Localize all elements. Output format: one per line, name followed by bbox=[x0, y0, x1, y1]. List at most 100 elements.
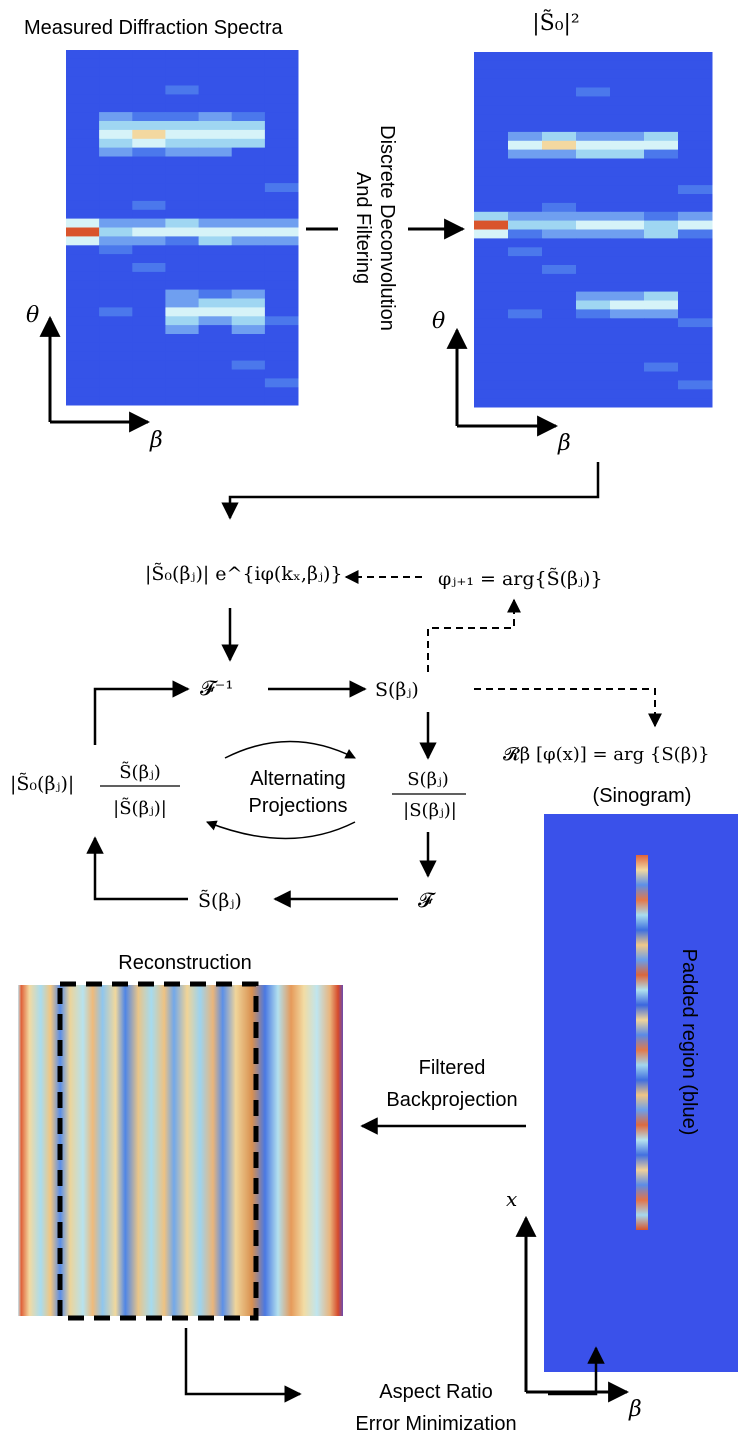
heatmap-cell bbox=[508, 185, 543, 195]
heatmap-cell bbox=[264, 103, 299, 113]
heatmap-cell bbox=[508, 52, 543, 62]
heatmap-cell bbox=[610, 318, 645, 328]
heatmap-cell bbox=[66, 183, 100, 193]
heatmap-cell bbox=[198, 129, 233, 140]
heatmap-cell bbox=[132, 342, 166, 353]
heatmap-cell bbox=[678, 380, 713, 390]
heatmap-cell bbox=[132, 280, 166, 291]
heatmap-cell bbox=[474, 318, 509, 328]
heatmap-cell bbox=[132, 165, 166, 175]
heatmap-cell bbox=[198, 334, 233, 344]
heatmap-cell bbox=[508, 291, 543, 301]
arrow-to-constraint bbox=[86, 836, 188, 901]
heatmap-cell bbox=[264, 387, 299, 397]
heatmap-cell bbox=[678, 167, 713, 177]
heatmap-cell bbox=[231, 165, 266, 175]
heatmap-cell bbox=[576, 371, 611, 381]
heatmap-cell bbox=[66, 351, 100, 362]
heatmap-cell bbox=[165, 112, 199, 122]
heatmap-cell bbox=[610, 140, 645, 151]
heatmap-cell bbox=[610, 300, 645, 310]
padded-region-label: Padded region (blue) bbox=[678, 949, 700, 1136]
heatmap-cell bbox=[508, 265, 543, 275]
heatmap-cell bbox=[165, 245, 199, 255]
heatmap-cell bbox=[231, 103, 266, 113]
alternating-arc-top bbox=[224, 740, 356, 759]
heatmap-cell bbox=[99, 351, 133, 362]
heatmap-cell bbox=[508, 229, 543, 239]
heatmap-cell bbox=[198, 351, 233, 362]
heatmap-cell bbox=[99, 271, 133, 282]
heatmap-cell bbox=[264, 138, 299, 149]
heatmap-cell bbox=[610, 60, 645, 71]
heatmap-cell bbox=[542, 273, 577, 284]
beta-label-2: β bbox=[557, 431, 571, 456]
heatmap-cell bbox=[198, 254, 233, 264]
heatmap-cell bbox=[508, 273, 543, 284]
heatmap-cell bbox=[542, 389, 577, 399]
heatmap-cell bbox=[610, 282, 645, 293]
heatmap-cell bbox=[165, 121, 199, 131]
heatmap-cell bbox=[231, 85, 266, 95]
heatmap-cell bbox=[99, 218, 133, 228]
heatmap-cell bbox=[644, 123, 679, 133]
alternating-arc-bottom bbox=[206, 820, 356, 840]
deconv-label-line2: And Filtering bbox=[352, 172, 374, 284]
heatmap-cell bbox=[198, 103, 233, 113]
heatmap-cell bbox=[264, 174, 299, 184]
heatmap-cell bbox=[508, 353, 543, 364]
heatmap-cell bbox=[678, 194, 713, 204]
heatmap-cell bbox=[132, 351, 166, 362]
heatmap-cell bbox=[99, 307, 133, 317]
heatmap-cell bbox=[542, 194, 577, 204]
heatmap-cell bbox=[542, 52, 577, 62]
heatmap-cell bbox=[165, 85, 199, 95]
heatmap-cell bbox=[264, 307, 299, 317]
heatmap-cell bbox=[576, 353, 611, 364]
heatmap-cell bbox=[474, 344, 509, 355]
heatmap-cell bbox=[198, 58, 233, 69]
heatmap-cell bbox=[576, 167, 611, 177]
heatmap-cell bbox=[264, 351, 299, 362]
heatmap-cell bbox=[99, 280, 133, 291]
heatmap-cell bbox=[198, 76, 233, 86]
heatmap-cell bbox=[66, 174, 100, 184]
heatmap-cell bbox=[231, 360, 266, 370]
heatmap-cell bbox=[264, 245, 299, 255]
heatmap-cell bbox=[231, 289, 266, 299]
heatmap-cell bbox=[231, 58, 266, 69]
heatmap-cell bbox=[132, 218, 166, 228]
heatmap-cell bbox=[264, 289, 299, 299]
s-beta-eq: S(βⱼ) bbox=[375, 679, 419, 701]
heatmap-cell bbox=[264, 263, 299, 273]
heatmap-cell bbox=[165, 316, 199, 326]
heatmap-cell bbox=[508, 69, 543, 80]
heatmap-cell bbox=[474, 78, 509, 88]
heatmap-cell bbox=[66, 298, 100, 308]
heatmap-cell bbox=[165, 103, 199, 113]
heatmap-cell bbox=[678, 291, 713, 301]
heatmap-cell bbox=[542, 211, 577, 222]
heatmap-cell bbox=[474, 300, 509, 310]
heatmap-cell bbox=[644, 256, 679, 266]
heatmap-cell bbox=[99, 245, 133, 255]
heatmap-cell bbox=[576, 149, 611, 159]
heatmap-cell bbox=[231, 174, 266, 184]
heatmap-cell bbox=[576, 114, 611, 124]
heatmap-cell bbox=[99, 192, 133, 202]
heatmap-cell bbox=[678, 60, 713, 71]
heatmap-cell bbox=[165, 58, 199, 69]
heatmap-cell bbox=[474, 220, 509, 230]
heatmap-cell bbox=[474, 256, 509, 266]
heatmap-cell bbox=[99, 165, 133, 175]
heatmap-cell bbox=[231, 325, 266, 335]
heatmap-cell bbox=[610, 309, 645, 319]
heatmap-cell bbox=[542, 398, 577, 408]
heatmap-cell bbox=[610, 362, 645, 372]
heatmap-cell bbox=[264, 280, 299, 291]
heatmap-cell bbox=[66, 342, 100, 353]
heatmap-cell bbox=[165, 192, 199, 202]
heatmap-cell bbox=[165, 280, 199, 291]
heatmap-cell bbox=[198, 218, 233, 228]
heatmap-cell bbox=[66, 227, 100, 237]
